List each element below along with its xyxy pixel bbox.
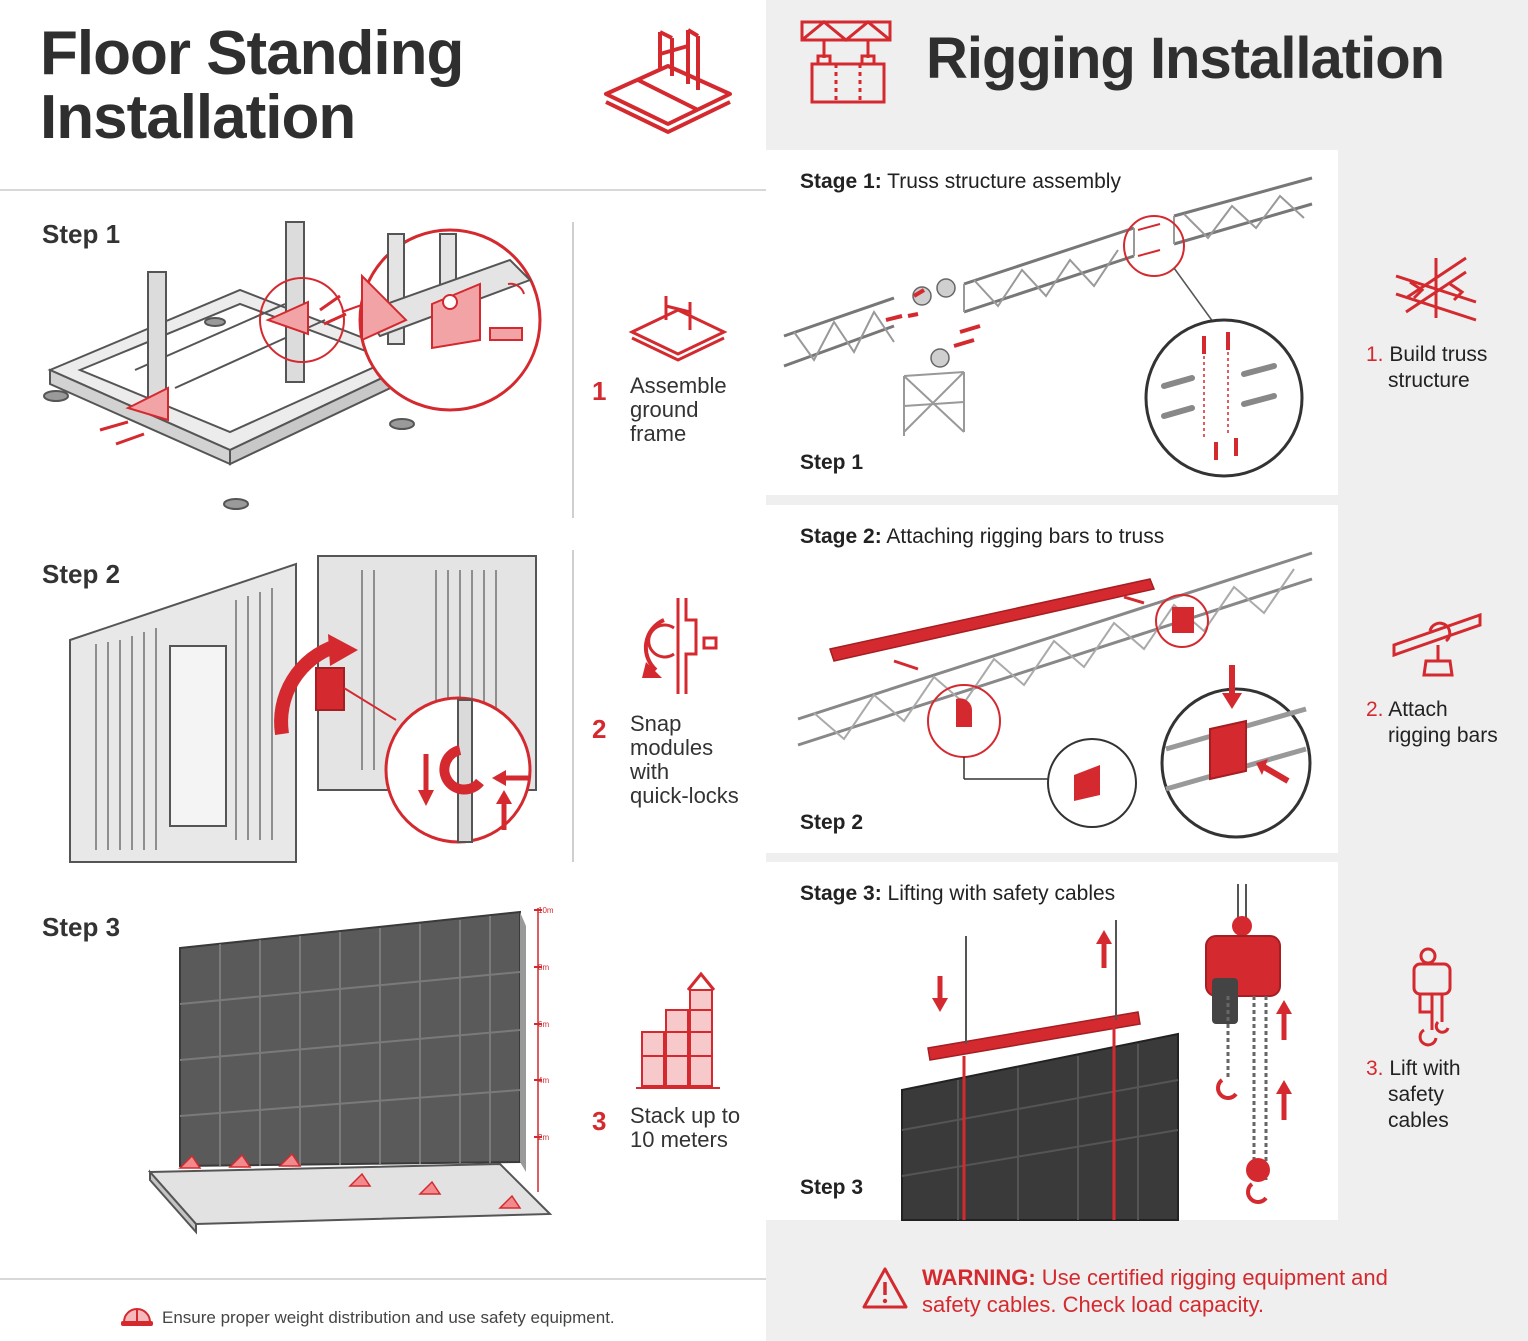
stage3-side-text: 3. Lift with safety cables [1366,1057,1461,1132]
step3-label: Step 3 [42,912,121,942]
step1-divider [572,222,574,518]
left-title: Floor Standing Installation [40,19,464,152]
header-divider [0,189,766,191]
height-tick-10m: 10m [538,906,554,915]
stage1-side-text: 1. Build truss structure [1366,343,1488,392]
stage1-panel: Stage 1: Truss structure assembly [766,150,1338,495]
right-title: Rigging Installation [926,26,1445,91]
step2-label: Step 2 [42,559,121,589]
footer-divider [0,1278,766,1280]
warning-text: WARNING: Use certified rigging equipment… [922,1265,1388,1317]
step3-number: 3 [592,1106,607,1136]
height-tick-4m: 4m [538,1076,549,1085]
truss-assembly-illustration [783,176,1313,478]
hard-hat-icon [121,1308,153,1326]
stage2-title: Stage 2: Attaching rigging bars to truss [800,525,1165,548]
left-title-line2: Installation [40,83,356,152]
frame-icon [604,28,732,134]
step1-label: Step 1 [42,219,121,249]
stage2-side-text: 2. Attach rigging bars [1366,698,1498,747]
stage1-step-label: Step 1 [800,451,864,474]
rigging-bar-illustration [797,551,1313,839]
step2-divider [572,550,574,862]
led-wall-illustration: 10m 8m 6m 4m 2m [147,906,554,1235]
step1-number: 1 [592,376,607,406]
stage3-side-cell: 3. Lift with safety cables [1346,862,1528,1220]
stage3-title: Stage 3: Lifting with safety cables [800,882,1116,905]
truss-icon [800,20,892,104]
stage3-panel: Stage 3: Lifting with safety cables [766,862,1338,1221]
step1-description: Assemble ground frame [630,373,727,446]
stack-icon [636,971,720,1089]
quick-lock-illustration [69,555,537,863]
stage1-side-cell: 1. Build truss structure [1346,150,1528,495]
stage1-title: Stage 1: Truss structure assembly [800,170,1121,193]
lifting-illustration [901,884,1292,1221]
ground-frame-illustration [43,221,542,510]
left-column: Floor Standing Installation Step 1 [0,19,766,1327]
height-tick-2m: 2m [538,1133,549,1142]
clamp-icon [1392,612,1482,677]
step2-description: Snap modules with quick-locks [630,711,739,808]
warning-icon [862,1267,908,1309]
stage2-step-label: Step 2 [800,811,864,834]
quick-lock-icon [642,598,718,694]
stage3-step-label: Step 3 [800,1176,864,1199]
step3-description: Stack up to 10 meters [630,1103,741,1152]
right-column: Rigging Installation Stage 1: Truss stru… [766,0,1528,1341]
height-tick-8m: 8m [538,963,549,972]
truss-icon [1395,256,1477,322]
stage2-side-cell: 2. Attach rigging bars [1346,505,1528,853]
height-tick-6m: 6m [538,1020,549,1029]
hoist-icon [1412,947,1452,1047]
step2-number: 2 [592,714,607,744]
stage2-panel: Stage 2: Attaching rigging bars to truss [766,505,1338,853]
left-title-line1: Floor Standing [40,19,464,88]
footer-note: Ensure proper weight distribution and us… [162,1308,615,1327]
frame-icon [628,296,728,362]
